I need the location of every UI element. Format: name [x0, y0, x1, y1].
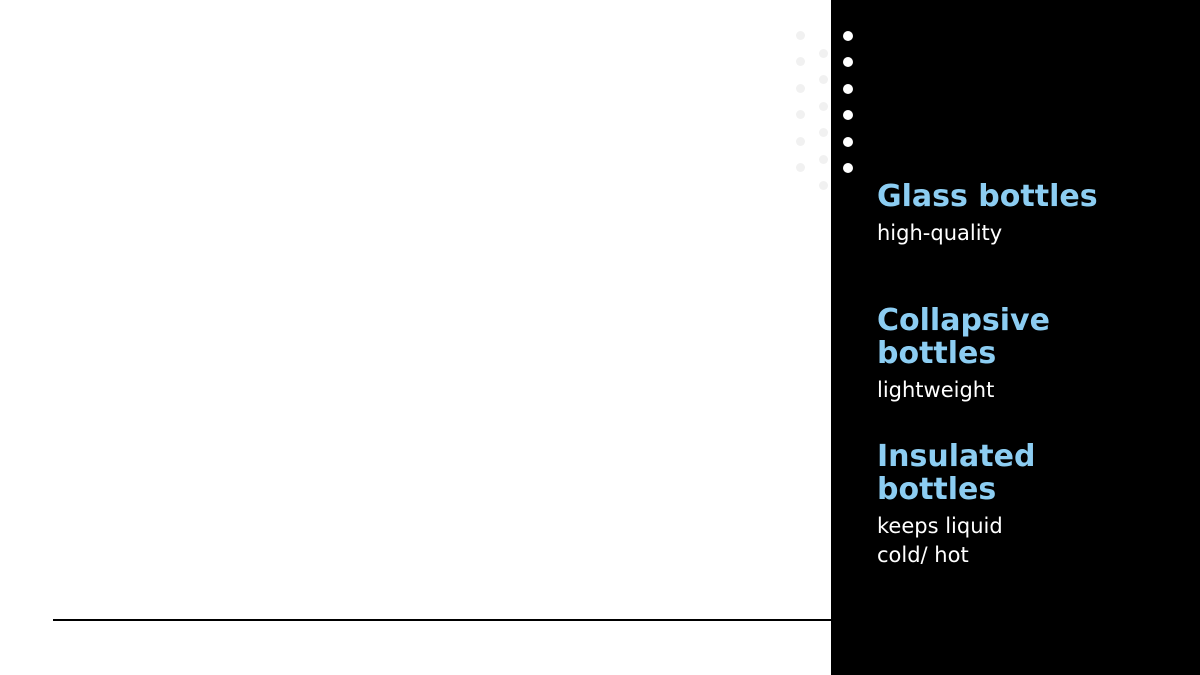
- dot-icon: [796, 137, 805, 146]
- dot-icon: [796, 57, 805, 66]
- decorative-dot-column: [843, 31, 855, 176]
- dot-icon: [843, 163, 853, 173]
- dot-icon: [843, 31, 853, 41]
- dot-icon: [819, 75, 828, 84]
- dot-icon: [819, 181, 828, 190]
- dot-icon: [843, 110, 853, 120]
- decorative-dot-grid: [796, 31, 836, 193]
- feature-glass-bottles: Glass bottles high-quality: [877, 180, 1177, 248]
- feature-title: Collapsive bottles: [877, 303, 1050, 371]
- feature-panel: [831, 0, 1200, 675]
- dot-icon: [843, 57, 853, 67]
- feature-collapsive-bottles: Collapsive bottles lightweight: [877, 304, 1177, 405]
- feature-description: high-quality: [877, 221, 1003, 245]
- dot-icon: [796, 84, 805, 93]
- dot-icon: [819, 49, 828, 58]
- feature-title: Insulated bottles: [877, 439, 1036, 507]
- dot-icon: [796, 31, 805, 40]
- feature-description: keeps liquid cold/ hot: [877, 514, 1003, 567]
- dot-icon: [819, 102, 828, 111]
- dot-icon: [796, 163, 805, 172]
- dot-icon: [843, 84, 853, 94]
- dot-icon: [819, 128, 828, 137]
- feature-description: lightweight: [877, 378, 995, 402]
- bottom-divider: [53, 619, 831, 621]
- dot-icon: [819, 155, 828, 164]
- dot-icon: [843, 137, 853, 147]
- feature-title: Glass bottles: [877, 179, 1098, 214]
- content-area: [0, 0, 831, 675]
- feature-insulated-bottles: Insulated bottles keeps liquid cold/ hot: [877, 440, 1177, 570]
- dot-icon: [796, 110, 805, 119]
